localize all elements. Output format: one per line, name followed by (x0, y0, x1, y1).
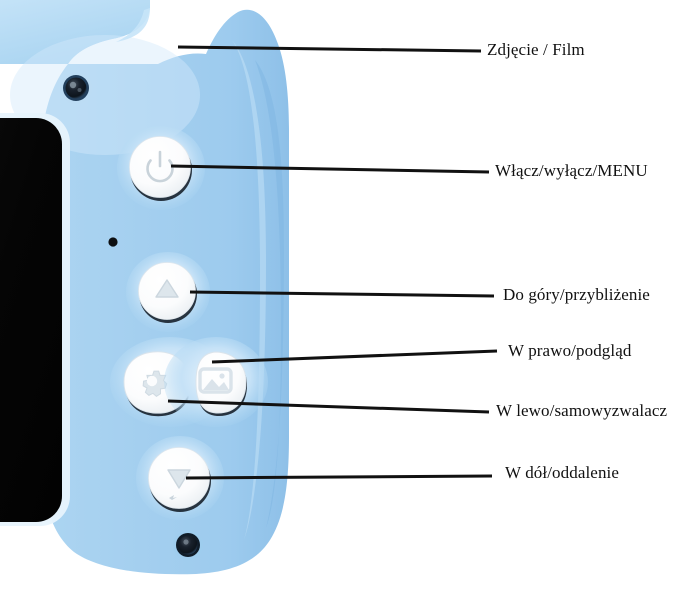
leader-line-shutter (177, 45, 482, 53)
body-edge-sheen (255, 60, 284, 528)
leader-line-power (170, 164, 490, 174)
up-button[interactable] (126, 252, 210, 332)
leader-line-left (167, 399, 490, 414)
power-button[interactable] (117, 126, 205, 210)
lcd-screen (0, 118, 62, 522)
camera-top-shoulder (0, 0, 150, 64)
leader-lines (167, 45, 498, 480)
callout-label-down: W dół/oddalenie (505, 463, 620, 482)
bottom-screw (173, 530, 203, 560)
down-button[interactable] (136, 436, 224, 520)
top-screw (60, 72, 92, 104)
leader-line-down (185, 474, 493, 480)
right-button[interactable] (164, 337, 268, 427)
shutter-button-ridge[interactable] (116, 8, 150, 42)
callout-label-right: W prawo/podgląd (508, 341, 632, 360)
callout-label-up: Do góry/przybliżenie (503, 285, 650, 304)
callout-label-power: Włącz/wyłącz/MENU (495, 161, 648, 180)
leader-line-up (189, 290, 495, 298)
camera-body (0, 0, 289, 575)
triangle-down-icon (167, 469, 191, 489)
zoom-out-mark-icon (169, 495, 177, 500)
leader-line-right (211, 349, 498, 364)
triangle-up-icon (155, 279, 179, 298)
callout-label-left: W lewo/samowyzwalacz (496, 401, 668, 420)
gear-icon (142, 370, 168, 398)
callout-label-shutter: Zdjęcie / Film (487, 40, 585, 59)
body-edge-light (232, 40, 266, 540)
indicator-led (108, 237, 118, 247)
gallery-icon (198, 367, 233, 394)
